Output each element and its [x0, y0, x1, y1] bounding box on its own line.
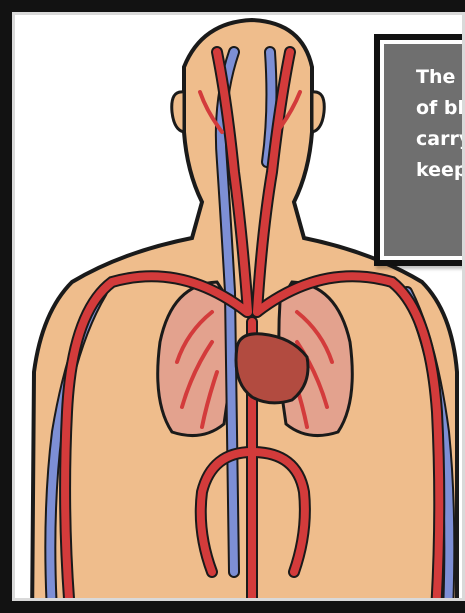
left-ear	[172, 92, 184, 132]
info-line-3: carry	[416, 124, 465, 155]
info-text-box: The h of blo carry keep	[374, 34, 465, 266]
info-line-2: of blo	[416, 93, 465, 124]
info-line-1: The h	[416, 62, 465, 93]
info-line-4: keep	[416, 155, 465, 186]
right-ear	[312, 92, 324, 132]
info-text-panel: The h of blo carry keep	[384, 44, 465, 256]
